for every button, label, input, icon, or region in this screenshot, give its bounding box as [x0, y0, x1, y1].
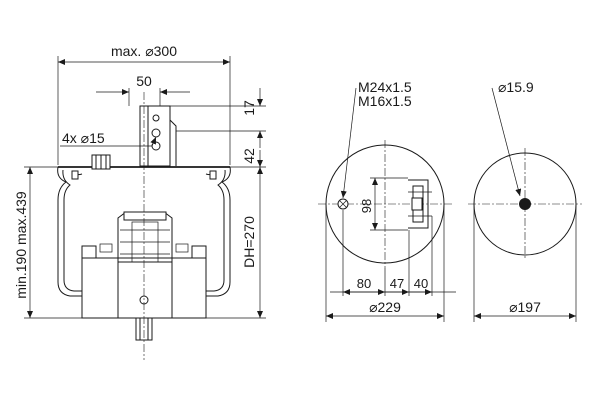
bellow-right-inner: [206, 169, 226, 292]
dim-229-label: ⌀229: [369, 299, 401, 315]
dim-80-label: 80: [357, 276, 371, 291]
piston-notch: [175, 243, 189, 253]
piston-notch: [99, 243, 113, 253]
dim-holes-label: 4x ⌀15: [62, 130, 105, 146]
dim-17-label: 17: [241, 100, 257, 116]
piston-core: [117, 261, 173, 319]
bellow-right-outline: [206, 166, 231, 297]
dim-dh-label: DH=270: [241, 216, 257, 268]
hole-leader: [491, 87, 522, 197]
thread-leader: [340, 87, 357, 199]
dim-50-label: 50: [136, 73, 152, 89]
thread-label-m16: M16x1.5: [358, 93, 412, 109]
bolt-hole: [151, 128, 161, 138]
dim-197-label: ⌀197: [509, 299, 541, 315]
bottom-view: ⌀15.9 ⌀197: [468, 79, 582, 322]
side-view: max. ⌀300 50 4x ⌀15 17 42 DH=270 min.190…: [13, 43, 266, 360]
bump-stop-cap: [123, 211, 167, 221]
dim-47-label: 47: [390, 276, 404, 291]
dim-width-label: max. ⌀300: [111, 43, 177, 59]
bottom-stud-hole: [519, 198, 531, 210]
crimp-clip-left: [71, 170, 79, 180]
dim-98-label: 98: [359, 199, 374, 213]
bracket-stud: [411, 197, 423, 211]
thread-label-m24: M24x1.5: [358, 79, 412, 95]
bolt-hole: [152, 114, 160, 122]
bracket-flange: [169, 119, 177, 166]
dim-40-label: 40: [414, 276, 428, 291]
holes-leader-arrow: [150, 136, 157, 147]
air-fitting-cross: [339, 200, 347, 208]
top-view: 98 M24x1.5 M16x1.5 80 47 40 ⌀229: [318, 79, 456, 322]
piston-step-right: [191, 245, 207, 258]
bracket-plan: [408, 179, 429, 229]
dim-42-label: 42: [241, 148, 257, 164]
crimp-clip-right: [209, 170, 217, 180]
piston-step-left: [81, 245, 97, 258]
hole-label: ⌀15.9: [498, 79, 534, 95]
bellow-left-inner: [62, 169, 82, 292]
dim-height-label: min.190 max.439: [13, 191, 29, 299]
bellow-left-outline: [57, 166, 82, 297]
